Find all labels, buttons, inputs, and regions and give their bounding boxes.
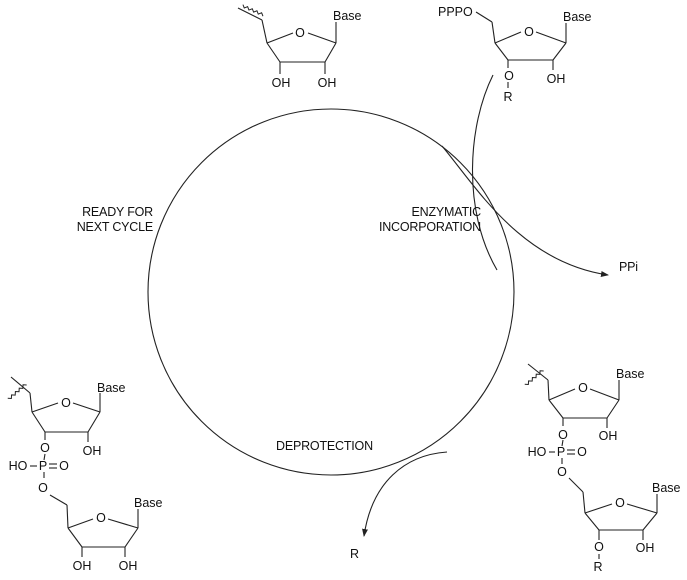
primer-base: Base — [333, 9, 362, 23]
nucleotide-triphosphate: PPPO — [438, 5, 473, 19]
primer-structure: O Base OH OH — [237, 4, 362, 90]
ext-protected-lower-oh2: OH — [636, 541, 655, 555]
primer-oh3: OH — [272, 76, 291, 90]
extended-protected-structure: O Base OH O HO P O O O Base O R OH — [524, 363, 681, 574]
ring-oxygen: O — [615, 496, 625, 510]
ring-oxygen: O — [295, 26, 305, 40]
step-label-deprotection: DEPROTECTION — [276, 439, 373, 453]
ext-deprotected-upper-oh2: OH — [83, 444, 102, 458]
ext-deprotected-phosphate-ho: HO — [9, 459, 28, 473]
incorporation-arrow — [472, 74, 498, 271]
step-label-incorporation-line2: INCORPORATION — [379, 220, 481, 234]
ext-deprotected-upper-o3: O — [40, 441, 50, 455]
ext-protected-phosphate-p: P — [557, 445, 565, 459]
nucleotide-protecting-group: R — [503, 90, 512, 104]
ppi-release-arrow — [441, 145, 609, 277]
extended-deprotected-structure: O Base OH O HO P O O O Base OH OH — [7, 376, 163, 573]
ext-protected-lower-o3: O — [594, 540, 604, 554]
ext-protected-lower-base: Base — [652, 481, 681, 495]
ext-protected-phosphate-o-double: O — [577, 445, 587, 459]
cycle-circle — [147, 108, 515, 476]
nucleotide-o3: O — [504, 69, 514, 83]
ext-protected-phosphate-ho: HO — [528, 445, 547, 459]
deprotection-arrow — [362, 451, 448, 537]
ext-deprotected-lower-base: Base — [134, 496, 163, 510]
byproduct-ppi: PPi — [619, 260, 638, 274]
nucleotide-oh2: OH — [547, 72, 566, 86]
step-label-ready-line2: NEXT CYCLE — [77, 220, 153, 234]
ext-protected-lower-o5: O — [557, 465, 567, 479]
ext-deprotected-upper-base: Base — [97, 381, 126, 395]
nucleotide-structure: PPPO O Base O R OH — [438, 5, 592, 104]
ring-oxygen: O — [524, 25, 534, 39]
nucleotide-base: Base — [563, 10, 592, 24]
step-label-ready-line1: READY FOR — [82, 205, 153, 219]
ext-protected-protecting-group: R — [593, 560, 602, 574]
ext-protected-upper-o3: O — [558, 428, 568, 442]
byproduct-r: R — [350, 547, 359, 561]
ext-deprotected-phosphate-p: P — [39, 459, 47, 473]
primer-oh2: OH — [318, 76, 337, 90]
ring-oxygen: O — [578, 381, 588, 395]
ext-deprotected-lower-o5: O — [38, 481, 48, 495]
ext-deprotected-lower-oh2: OH — [119, 559, 138, 573]
ext-deprotected-lower-oh3: OH — [73, 559, 92, 573]
ext-protected-upper-oh2: OH — [599, 429, 618, 443]
step-label-incorporation-line1: ENZYMATIC — [412, 205, 482, 219]
ext-protected-upper-base: Base — [616, 367, 645, 381]
ext-deprotected-phosphate-o-double: O — [59, 459, 69, 473]
ring-oxygen: O — [61, 396, 71, 410]
ring-oxygen: O — [96, 511, 106, 525]
